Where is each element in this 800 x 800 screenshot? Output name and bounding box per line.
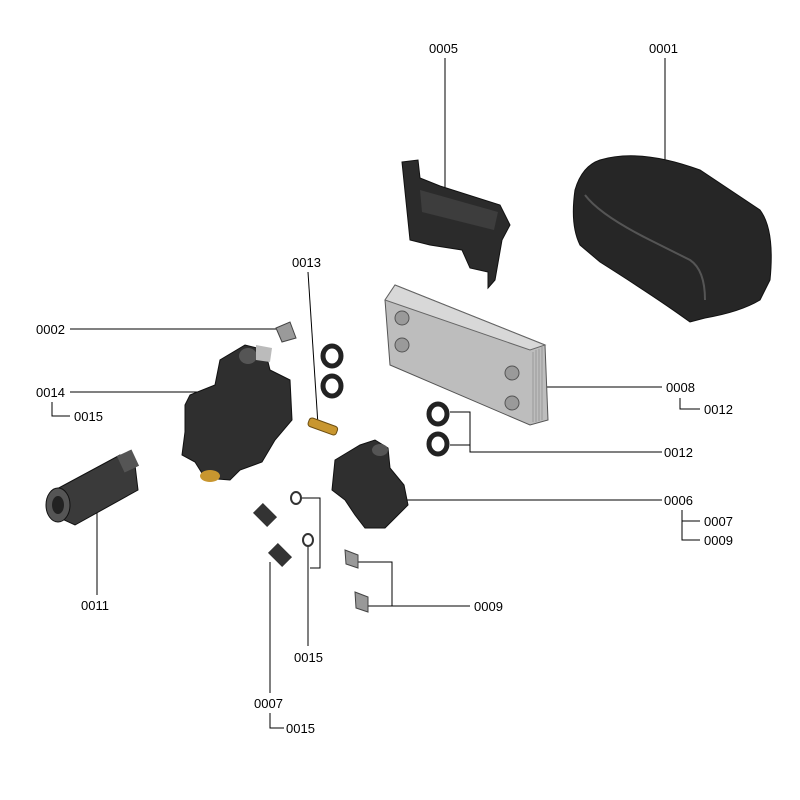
part-0006-valve-body[interactable] bbox=[331, 439, 409, 529]
part-0007-screws[interactable] bbox=[252, 502, 293, 568]
part-0011-pump[interactable] bbox=[45, 449, 140, 526]
label-0005: 0005 bbox=[429, 41, 458, 56]
label-0009: 0009 bbox=[474, 599, 503, 614]
part-0001-cover[interactable] bbox=[572, 155, 772, 323]
part-0013-cartridge[interactable] bbox=[307, 417, 339, 436]
part-0005-plate[interactable] bbox=[401, 159, 511, 290]
part-0012-seals[interactable] bbox=[320, 343, 450, 457]
label-0001: 0001 bbox=[649, 41, 678, 56]
part-0015-small-seals[interactable] bbox=[290, 491, 314, 547]
label-0007: 0007 bbox=[704, 514, 733, 529]
leader-lines bbox=[51, 58, 700, 729]
label-0002: 0002 bbox=[36, 322, 65, 337]
label-0014: 0014 bbox=[36, 385, 65, 400]
label-0008: 0008 bbox=[666, 380, 695, 395]
label-0015: 0015 bbox=[74, 409, 103, 424]
label-0011: 0011 bbox=[81, 598, 109, 613]
label-0012: 0012 bbox=[664, 445, 693, 460]
part-0008-heat-exchanger[interactable] bbox=[384, 284, 549, 426]
part-0002-clip[interactable] bbox=[275, 321, 297, 343]
label-0009: 0009 bbox=[704, 533, 733, 548]
label-0007: 0007 bbox=[254, 696, 283, 711]
label-0012: 0012 bbox=[704, 402, 733, 417]
label-0015: 0015 bbox=[286, 721, 315, 736]
label-0006: 0006 bbox=[664, 493, 693, 508]
part-0009-clips[interactable] bbox=[344, 549, 369, 613]
label-0013: 0013 bbox=[292, 255, 321, 270]
label-0015: 0015 bbox=[294, 650, 323, 665]
part-0014-valve-body[interactable] bbox=[181, 344, 293, 482]
